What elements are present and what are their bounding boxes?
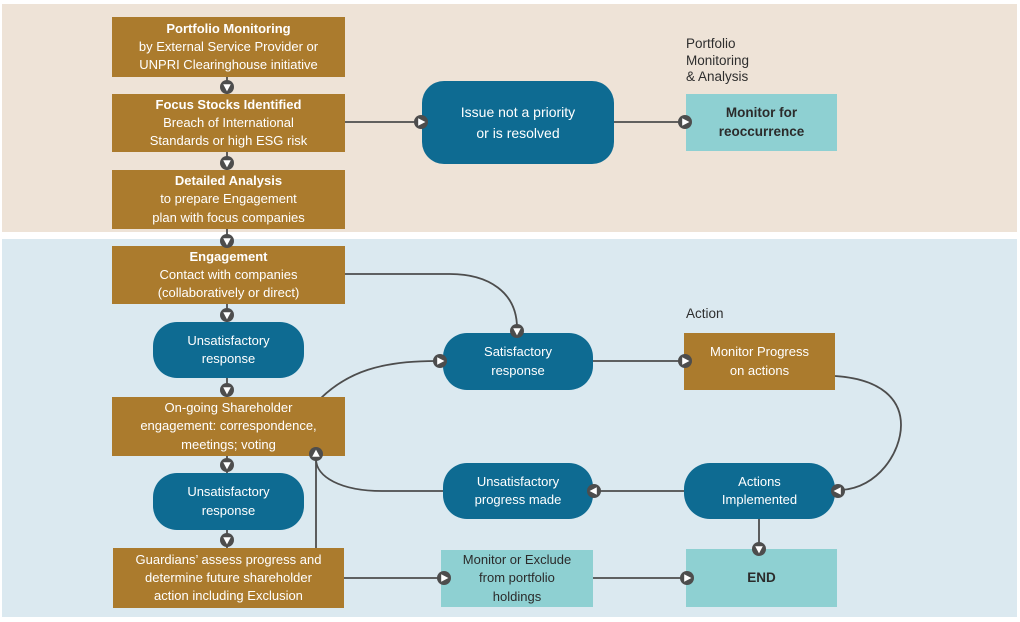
node-body: On-going Shareholder engagement: corresp… (140, 400, 317, 452)
node-title: Portfolio Monitoring (166, 20, 291, 36)
node-satisfactory-response: Satisfactory response (443, 333, 593, 390)
node-actions-implemented: Actions Implemented (684, 463, 835, 519)
node-portfolio-monitoring: Portfolio Monitoring by External Service… (112, 17, 345, 77)
node-title: Focus Stocks Identified (155, 96, 302, 112)
node-end: END (686, 549, 837, 607)
node-body: Actions Implemented (721, 473, 798, 507)
node-title: Detailed Analysis (174, 173, 283, 189)
node-body: Unsatisfactory response (187, 484, 270, 518)
portfolio-monitoring-analysis-label: Portfolio Monitoring & Analysis (686, 36, 750, 85)
node-body: Contact with companies (collaboratively … (157, 266, 300, 301)
node-body: Monitor Progress on actions (710, 344, 809, 378)
node-body: Monitor or Exclude from portfolio holdin… (462, 552, 572, 604)
node-monitor-exclude: Monitor or Exclude from portfolio holdin… (441, 550, 593, 607)
action-label: Action (686, 306, 724, 321)
node-focus-stocks: Focus Stocks Identified Breach of Intern… (112, 94, 345, 152)
node-body: END (747, 569, 776, 585)
node-issue-resolved: Issue not a priority or is resolved (422, 81, 614, 164)
node-unsatisfactory-response-2: Unsatisfactory response (153, 473, 304, 530)
node-ongoing-engagement: On-going Shareholder engagement: corresp… (112, 397, 345, 456)
node-body: to prepare Engagement plan with focus co… (152, 191, 305, 225)
node-detailed-analysis: Detailed Analysis to prepare Engagement … (112, 170, 345, 229)
node-body: Breach of International Standards or hig… (149, 114, 308, 149)
node-unsatisfactory-response-1: Unsatisfactory response (153, 322, 304, 378)
node-unsatisfactory-progress: Unsatisfactory progress made (443, 463, 593, 519)
node-body: by External Service Provider or UNPRI Cl… (138, 38, 319, 73)
node-title: Engagement (189, 248, 268, 264)
node-body: Unsatisfactory progress made (474, 473, 562, 507)
node-body: Monitor for reoccurrence (718, 104, 805, 139)
node-engagement: Engagement Contact with companies (colla… (112, 246, 345, 304)
node-monitor-progress: Monitor Progress on actions (684, 333, 835, 390)
node-body: Issue not a priority or is resolved (460, 103, 576, 141)
node-body: Guardians’ assess progress and determine… (135, 551, 322, 604)
node-body: Satisfactory response (484, 344, 552, 378)
node-body: Unsatisfactory response (187, 332, 270, 366)
node-monitor-reoccurrence: Monitor for reoccurrence (686, 94, 837, 151)
node-guardians-assess: Guardians’ assess progress and determine… (113, 548, 344, 608)
